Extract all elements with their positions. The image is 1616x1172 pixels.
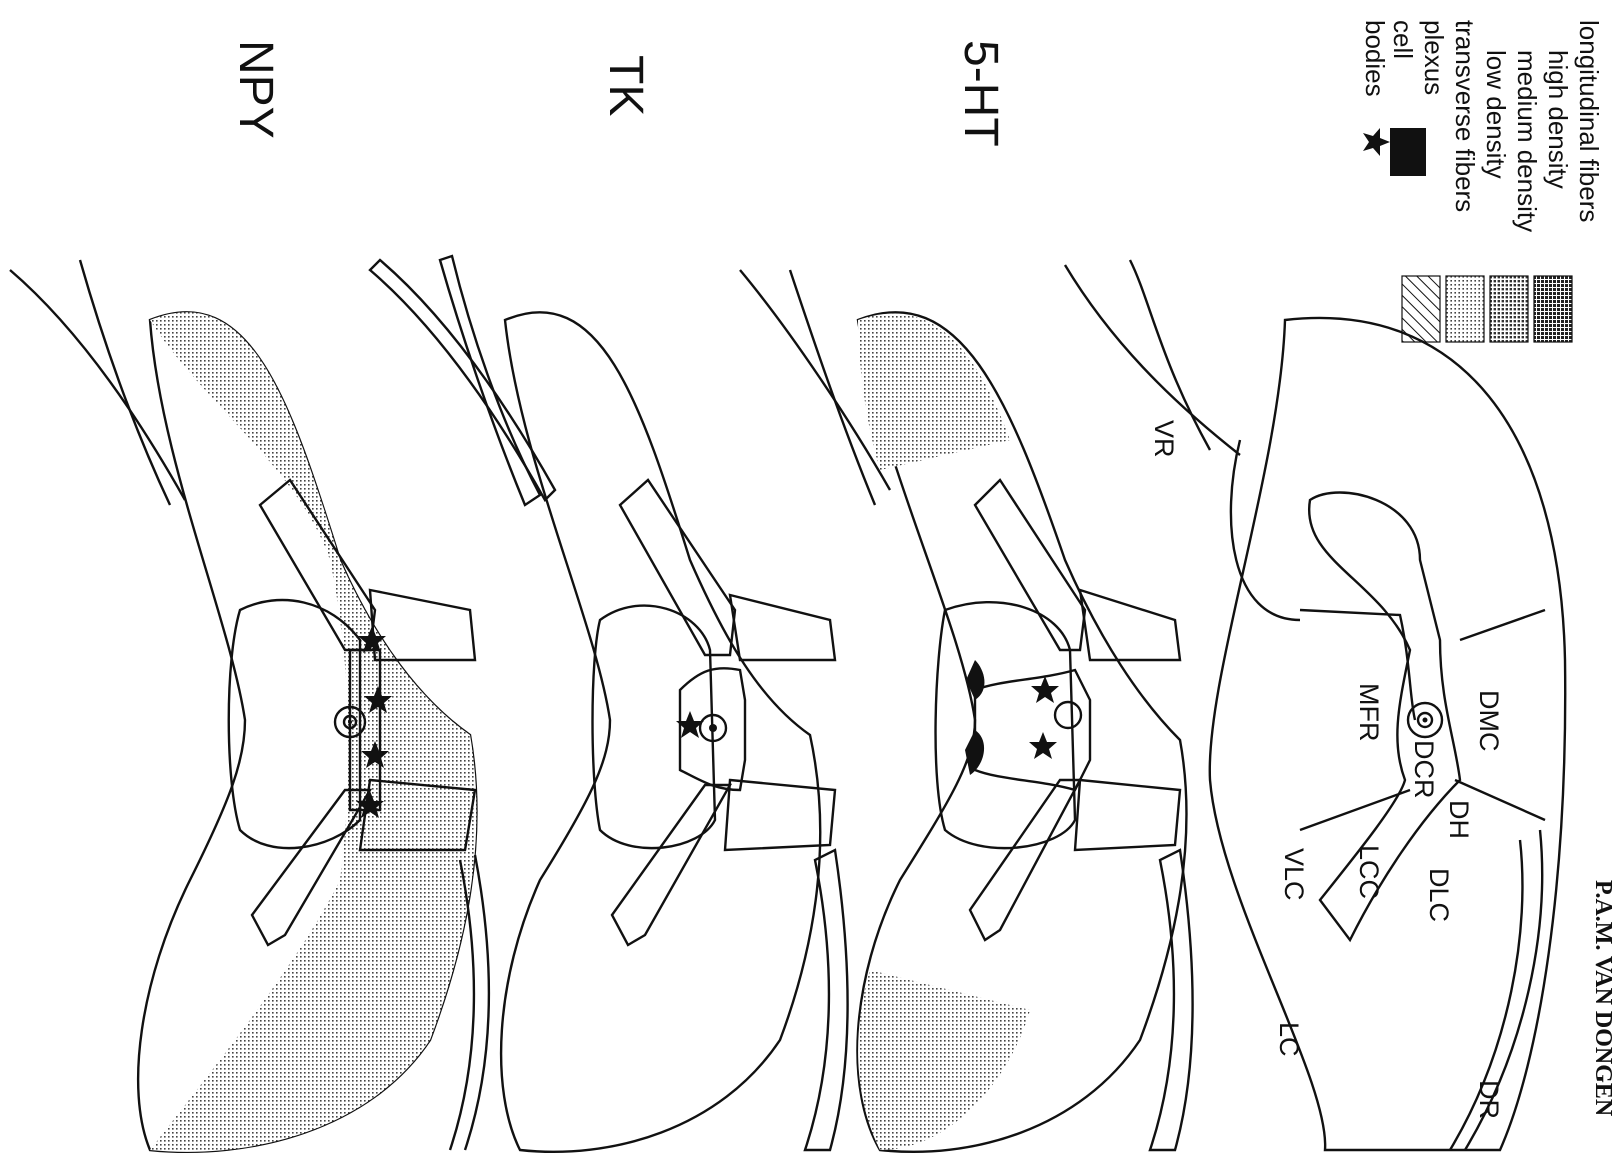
- section-5ht-plexus-2: [965, 730, 984, 775]
- region-dlc: DLC: [1424, 868, 1454, 922]
- legend-medium: medium density: [1512, 50, 1542, 232]
- section-tk-body: [501, 312, 820, 1152]
- section-5ht-high-1: [1080, 590, 1180, 660]
- legend-swatch-high: [1534, 276, 1572, 342]
- reference-section: VR DMC MFR DCR DH LCC DLC VLC LC DR: [1065, 260, 1565, 1150]
- section-npy-center: [229, 600, 360, 848]
- legend-plexus: plexus: [1419, 20, 1449, 95]
- legend: longitudinal fibers high density medium …: [1360, 20, 1604, 342]
- region-lc: LC: [1274, 1022, 1304, 1057]
- region-vlc: VLC: [1279, 848, 1309, 901]
- region-dr: DR: [1474, 1080, 1504, 1119]
- legend-low: low density: [1481, 50, 1511, 179]
- region-lcc: LCC: [1354, 845, 1384, 899]
- section-npy: [10, 260, 489, 1152]
- section-5ht: [740, 270, 1193, 1152]
- legend-longitudinal: longitudinal fibers: [1574, 20, 1604, 222]
- region-dh: DH: [1444, 800, 1474, 839]
- section-tk-arm-ventral: [620, 480, 735, 655]
- legend-cell-line2: bodies: [1360, 20, 1390, 97]
- label-npy: NPY: [229, 40, 282, 139]
- region-vr: VR: [1149, 420, 1179, 458]
- section-tk-high-1: [730, 595, 835, 660]
- region-dmc: DMC: [1474, 690, 1504, 752]
- legend-swatch-plexus: [1390, 128, 1426, 176]
- legend-cell-line1: cell: [1388, 20, 1418, 59]
- legend-swatch-low: [1446, 276, 1484, 342]
- section-tk: [370, 256, 848, 1152]
- section-5ht-high-2: [1075, 780, 1180, 850]
- section-5ht-low-dorsal: [858, 970, 1030, 1150]
- region-mfr: MFR: [1354, 683, 1384, 741]
- section-npy-low: [150, 312, 476, 1152]
- legend-star-icon: [1363, 128, 1390, 156]
- label-tk: TK: [599, 55, 652, 116]
- section-5ht-arm-dorsal: [970, 780, 1080, 940]
- section-tk-arm-dorsal: [612, 785, 730, 945]
- legend-swatch-medium: [1490, 276, 1528, 342]
- region-dcr: DCR: [1409, 740, 1439, 799]
- label-5ht: 5-HT: [954, 40, 1007, 147]
- legend-transverse: transverse fibers: [1450, 20, 1480, 212]
- legend-high: high density: [1543, 50, 1573, 189]
- section-5ht-low-ventral: [858, 314, 1010, 470]
- legend-swatch-transverse: [1402, 276, 1440, 342]
- page-header: P.A.M. VAN DONGEN: [1590, 880, 1616, 1117]
